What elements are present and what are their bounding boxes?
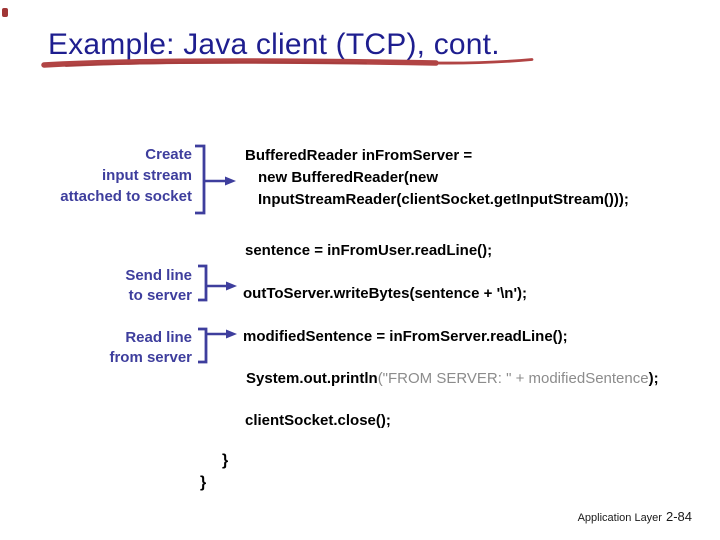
slide-footer: Application Layer 2-84 — [578, 509, 692, 524]
footer-page-number: 2-84 — [665, 509, 692, 524]
code-println: System.out.println("FROM SERVER: " + mod… — [246, 368, 659, 390]
code-line: BufferedReader inFromServer = — [245, 147, 473, 164]
bracket-arrow-icon — [195, 144, 236, 215]
annotation-line: Send line — [125, 267, 192, 284]
code-println-arg: ("FROM SERVER: " + modifiedSentence — [377, 370, 649, 387]
annotation-line: from server — [109, 349, 192, 366]
code-brace-inner: } — [222, 452, 229, 469]
code-brace-outer: } — [200, 474, 207, 491]
code-line: new BufferedReader(new — [258, 169, 439, 186]
annotation-read-line: Read line from server — [20, 328, 192, 368]
annotation-send-line: Send line to server — [20, 266, 192, 306]
bracket-arrow-icon — [198, 327, 237, 364]
code-println-head: System.out.println — [246, 370, 378, 387]
annotation-create-input-stream: Create input stream attached to socket — [20, 144, 192, 207]
code-println-tail: ); — [648, 370, 659, 387]
code-buffered-reader: BufferedReader inFromServer = new Buffer… — [245, 145, 629, 211]
code-line: InputStreamReader(clientSocket.getInputS… — [258, 191, 629, 208]
footer-section-label: Application Layer — [577, 512, 662, 524]
bracket-arrow-icon — [198, 264, 237, 302]
title-underline-marker — [41, 58, 534, 68]
code-write-bytes: outToServer.writeBytes(sentence + '\n'); — [243, 285, 528, 302]
slide-border-fragment — [2, 8, 8, 17]
annotation-line: attached to socket — [60, 188, 192, 205]
annotation-line: input stream — [101, 167, 192, 184]
annotation-line: Create — [145, 146, 192, 163]
slide-title: Example: Java client (TCP), cont. — [48, 28, 500, 61]
code-modified-sentence: modifiedSentence = inFromServer.readLine… — [243, 328, 568, 345]
annotation-line: Read line — [125, 329, 192, 346]
code-socket-close: clientSocket.close(); — [245, 412, 391, 429]
annotation-line: to server — [128, 287, 192, 304]
code-sentence: sentence = inFromUser.readLine(); — [245, 242, 493, 259]
